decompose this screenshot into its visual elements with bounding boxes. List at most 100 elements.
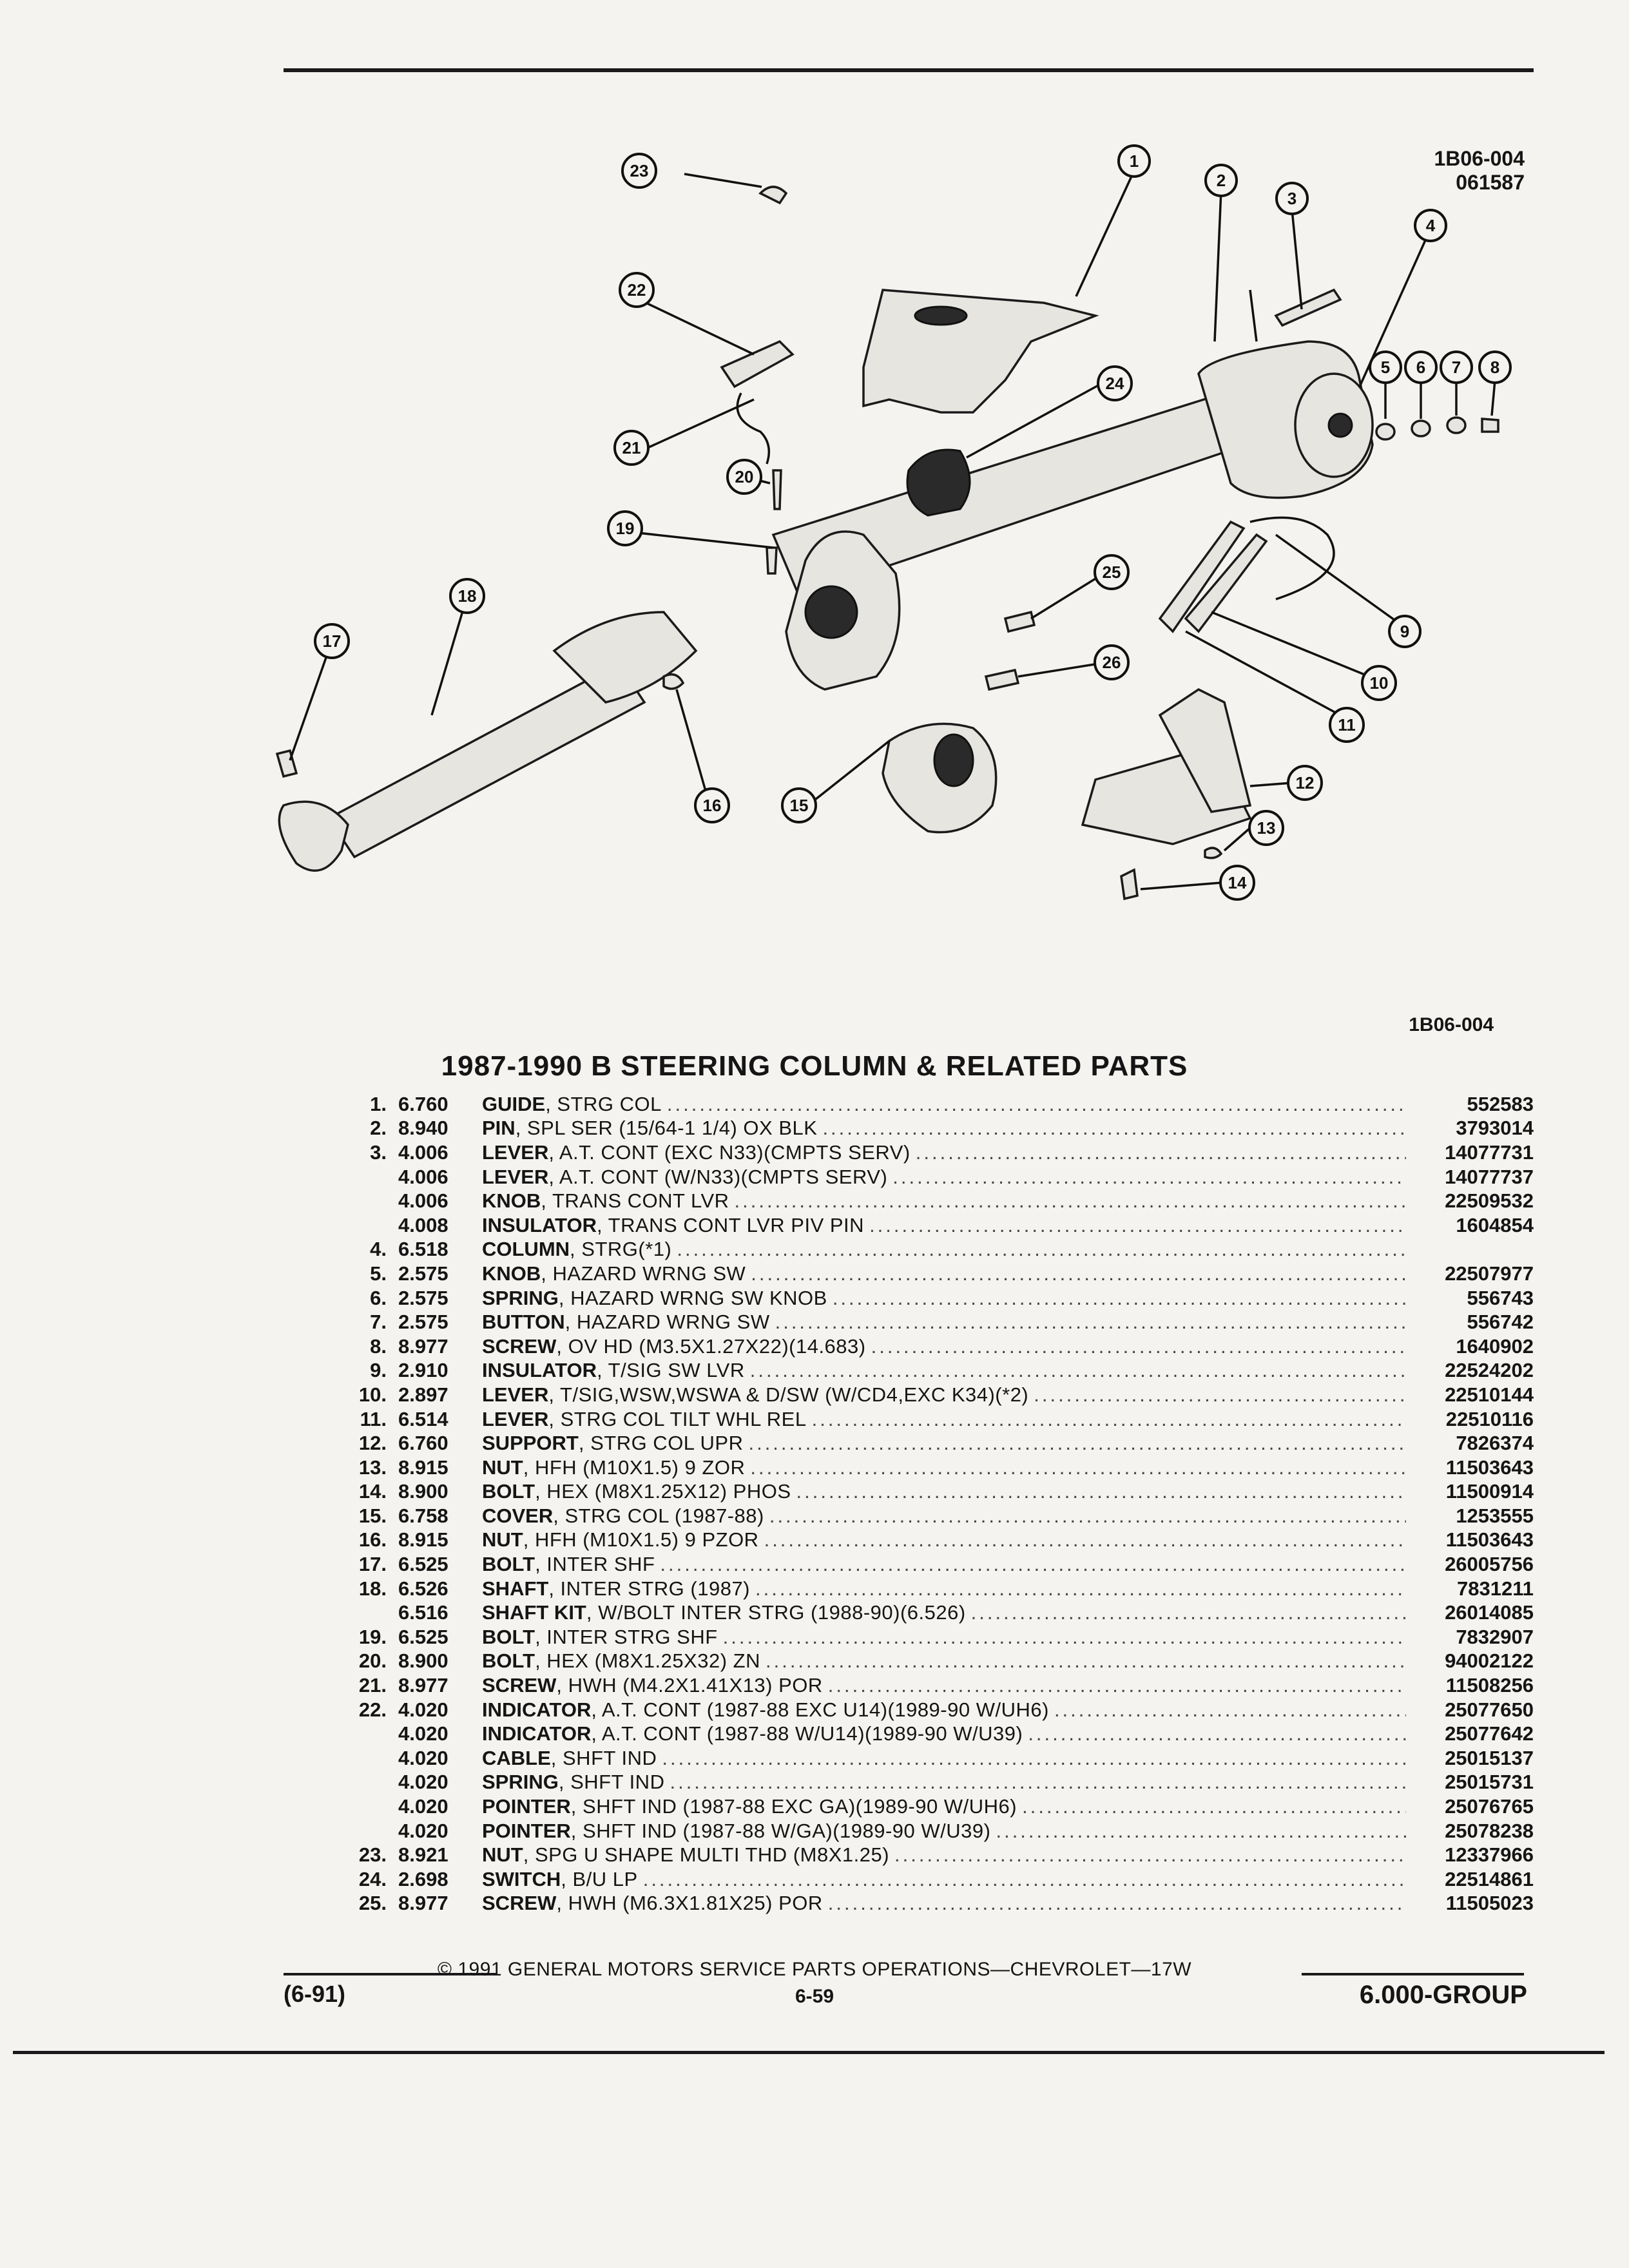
part-description: KNOB, HAZARD WRNG SW <box>482 1262 1411 1285</box>
part-description: NUT, HFH (M10X1.5) 9 ZOR <box>482 1456 1411 1479</box>
callout-15: 15 <box>781 787 817 823</box>
page-number: 6-59 <box>795 1986 834 2007</box>
group-number: 6.525 <box>398 1625 448 1648</box>
item-index: 12. <box>358 1432 387 1455</box>
part-name: INSULATOR <box>482 1213 597 1236</box>
svg-text:3: 3 <box>1287 189 1296 208</box>
part-detail: , SHFT IND (1987-88 EXC GA)(1989-90 W/UH… <box>570 1795 1017 1818</box>
part-detail: , A.T. CONT (1987-88 EXC U14)(1989-90 W/… <box>591 1698 1049 1721</box>
part-number: 552583 <box>1467 1092 1534 1115</box>
svg-text:20: 20 <box>735 467 754 486</box>
part-name: SCREW <box>482 1674 557 1697</box>
svg-text:9: 9 <box>1400 622 1409 641</box>
group-number: 8.977 <box>398 1892 448 1915</box>
dot-leader <box>869 1214 1406 1237</box>
callout-17: 17 <box>314 623 350 659</box>
svg-text:7: 7 <box>1452 358 1461 377</box>
callout-19: 19 <box>607 510 643 546</box>
group-label: 6.000-GROUP <box>1359 1981 1527 2009</box>
callout-20: 20 <box>726 459 762 495</box>
dot-leader <box>764 1528 1406 1552</box>
dot-leader <box>892 1166 1406 1189</box>
svg-text:25: 25 <box>1103 562 1121 582</box>
date-code: (6-91) <box>284 1981 346 2007</box>
part-description: INSULATOR, T/SIG SW LVR <box>482 1359 1411 1382</box>
callout-16: 16 <box>694 787 730 823</box>
part-description: NUT, SPG U SHAPE MULTI THD (M8X1.25) <box>482 1843 1411 1867</box>
item-index: 3. <box>370 1140 387 1164</box>
dot-leader <box>735 1189 1406 1213</box>
svg-text:2: 2 <box>1217 171 1226 190</box>
item-index: 8. <box>370 1334 387 1358</box>
callout-11: 11 <box>1329 707 1365 743</box>
part-detail: , INTER SHF <box>535 1553 655 1576</box>
callout-10: 10 <box>1361 665 1397 701</box>
column-bracket-plate <box>785 530 901 691</box>
group-number: 8.915 <box>398 1456 448 1479</box>
part-description: COVER, STRG COL (1987-88) <box>482 1504 1411 1528</box>
part-name: INDICATOR <box>482 1698 592 1721</box>
part-name: COVER <box>482 1504 554 1527</box>
dot-leader <box>643 1868 1406 1891</box>
shift-indicator-22 <box>720 340 795 465</box>
dot-leader <box>822 1117 1406 1140</box>
part-name: KNOB <box>482 1189 541 1213</box>
group-number: 4.020 <box>398 1819 448 1842</box>
group-number: 6.516 <box>398 1601 448 1624</box>
callout-14: 14 <box>1219 865 1255 901</box>
svg-text:5: 5 <box>1381 358 1390 377</box>
part-number: 25078238 <box>1445 1819 1534 1842</box>
dot-leader <box>916 1141 1406 1164</box>
group-number: 2.575 <box>398 1286 448 1309</box>
dot-leader <box>1028 1722 1406 1745</box>
guide-strg-col-1 <box>862 289 1099 414</box>
callout-8: 8 <box>1478 351 1512 384</box>
part-detail: , B/U LP <box>561 1867 638 1890</box>
dot-leader <box>828 1892 1406 1915</box>
small-fasteners <box>275 186 1342 901</box>
dot-leader <box>971 1601 1406 1624</box>
page-title: 1987-1990 B STEERING COLUMN & RELATED PA… <box>441 1050 1188 1082</box>
part-description: LEVER, STRG COL TILT WHL REL <box>482 1408 1411 1431</box>
group-number: 2.910 <box>398 1359 448 1382</box>
part-name: LEVER <box>482 1407 549 1430</box>
part-detail: , INTER STRG (1987) <box>548 1577 751 1600</box>
support-upper-12 <box>1081 687 1252 845</box>
part-name: NUT <box>482 1456 523 1479</box>
part-detail: , TRANS CONT LVR <box>541 1189 729 1213</box>
part-number: 556743 <box>1467 1286 1534 1309</box>
part-number: 1640902 <box>1456 1334 1534 1358</box>
part-name: NUT <box>482 1843 523 1867</box>
part-number: 11508256 <box>1445 1674 1534 1697</box>
diagram-caption: 1B06-004 <box>1409 1014 1494 1035</box>
group-number: 2.575 <box>398 1311 448 1334</box>
part-description: SCREW, OV HD (M3.5X1.27X22)(14.683) <box>482 1335 1411 1358</box>
part-name: GUIDE <box>482 1092 546 1115</box>
item-index: 2. <box>370 1117 387 1140</box>
item-index: 25. <box>358 1892 387 1915</box>
dot-leader <box>751 1262 1406 1285</box>
part-number: 11505023 <box>1445 1892 1534 1915</box>
item-index: 7. <box>370 1311 387 1334</box>
callout-leaders <box>289 170 1496 890</box>
callout-4: 4 <box>1414 209 1447 242</box>
part-description: POINTER, SHFT IND (1987-88 W/GA)(1989-90… <box>482 1820 1411 1843</box>
part-number: 94002122 <box>1445 1649 1534 1673</box>
part-description: SUPPORT, STRG COL UPR <box>482 1432 1411 1455</box>
part-description: INSULATOR, TRANS CONT LVR PIV PIN <box>482 1214 1411 1237</box>
part-name: PIN <box>482 1117 516 1140</box>
part-detail: , T/SIG SW LVR <box>596 1359 745 1382</box>
part-name: COLUMN <box>482 1238 570 1261</box>
part-detail: , SHFT IND <box>558 1771 665 1794</box>
item-index: 4. <box>370 1238 387 1261</box>
part-name: BOLT <box>482 1649 535 1673</box>
